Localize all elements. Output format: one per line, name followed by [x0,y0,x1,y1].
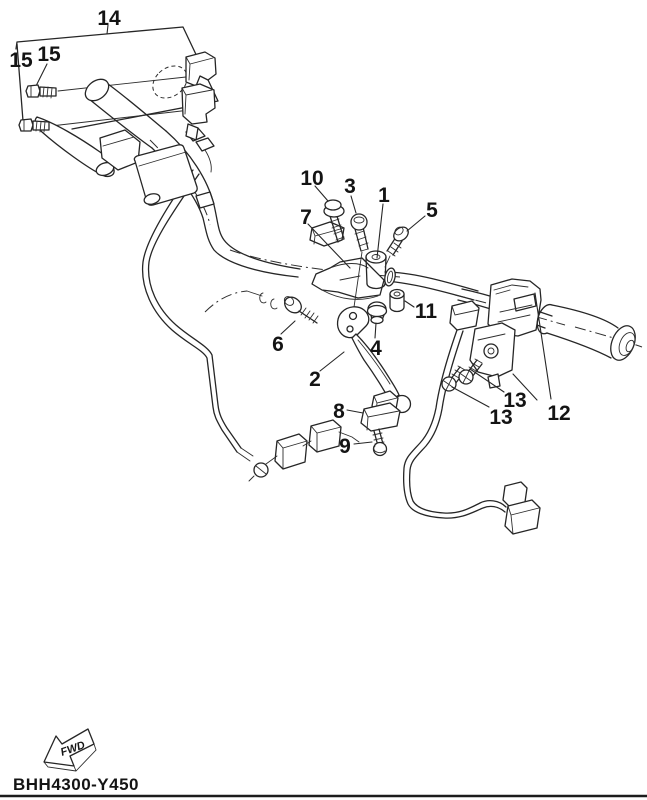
callout-7: 7 [300,206,312,229]
wire-connector [308,419,342,453]
collar-11 [389,288,405,313]
callout-15: 15 [37,43,61,66]
lever-pivot-boss [365,250,387,264]
nut-4 [366,301,388,325]
bolt-10 [323,199,345,243]
switch-button-round [483,343,499,359]
wire-connector [504,499,541,535]
fwd-arrow: FWD [43,728,97,772]
throttle-grip [536,303,636,361]
leader-lines [280,185,552,445]
adjuster-bolt [284,296,302,314]
cable-adjuster [204,290,319,324]
hand-lever-2 [336,306,412,414]
screw-3 [350,213,369,315]
callout-11: 11 [415,300,438,323]
switch-button [513,293,537,312]
callout-12: 12 [547,402,570,425]
switch-connector [449,300,480,331]
bolt-15a [25,84,57,99]
lever-holder [311,250,405,325]
callout-4: 4 [370,337,382,360]
screw-9 [372,428,388,457]
callout-1: 1 [378,184,390,207]
bolt-5 [384,226,409,268]
left-wire-harness [141,169,360,482]
callout-2: 2 [309,368,321,391]
wire-connector [274,433,308,470]
callout-6: 6 [272,333,284,356]
right-wire-harness [402,329,541,535]
screw-13b [458,358,483,385]
reservoir [133,144,198,206]
switch-8 [360,390,401,432]
master-cylinder-assembly [34,116,215,209]
clamp-brackets [181,51,217,141]
handlebar [84,65,479,301]
callout-13: 13 [503,389,526,412]
callout-15: 15 [9,49,33,72]
bolt-15b [18,118,50,133]
callout-9: 9 [339,435,351,458]
callout-8: 8 [333,400,345,423]
callout-13: 13 [489,406,512,429]
callout-labels: 14 15 15 10 3 1 5 7 11 6 4 2 8 9 13 13 1… [9,7,570,458]
right-switch-housing [449,278,542,389]
bolt-axis-line [50,109,191,127]
callout-5: 5 [426,199,438,222]
fwd-arrow-label: FWD [59,739,87,759]
callout-14: 14 [97,7,121,30]
bolt-axis-line [57,76,187,92]
callout-3: 3 [344,175,356,198]
bracket-box [15,24,219,130]
part-code-label: BHH4300-Y450 [13,775,139,794]
hand-lever-installed [34,116,115,177]
callout-10: 10 [300,167,323,190]
